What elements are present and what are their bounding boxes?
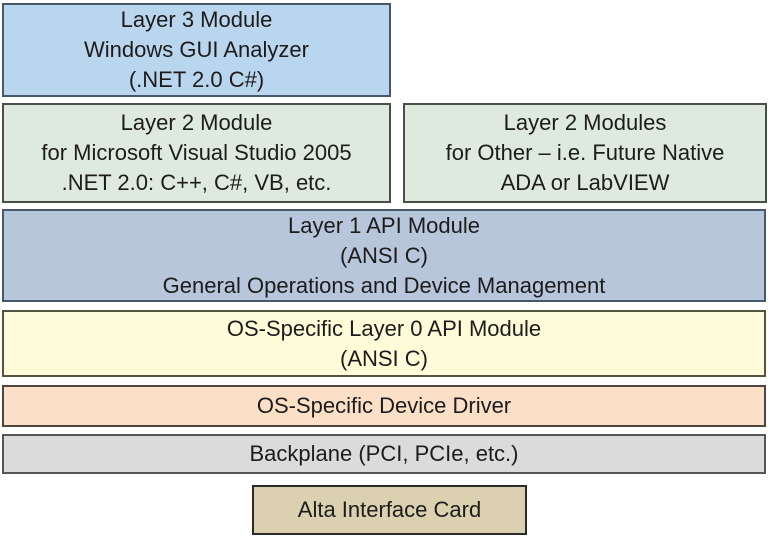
layer0-api-module-box: OS-Specific Layer 0 API Module (ANSI C) <box>2 310 766 377</box>
layer2-vs-text-line: Layer 2 Module <box>120 110 273 135</box>
alta-interface-card-box: Alta Interface Card <box>252 485 527 535</box>
layer3-text-line: Layer 3 Module <box>120 7 273 32</box>
layer1-text-line: Layer 1 API Module <box>287 212 480 238</box>
layer1-text-line: General Operations and Device Management <box>162 272 606 298</box>
layer3-module-box: Layer 3 Module Windows GUI Analyzer (.NE… <box>2 3 391 97</box>
layer3-text-line: Windows GUI Analyzer <box>84 37 309 62</box>
layer3-text-line: (.NET 2.0 C#) <box>128 67 265 92</box>
layer1-api-module-box: Layer 1 API Module (ANSI C) General Oper… <box>2 209 766 302</box>
layer1-text-line: (ANSI C) <box>340 242 428 268</box>
backplane-box: Backplane (PCI, PCIe, etc.) <box>2 434 766 474</box>
layer2-vs-text-line: for Microsoft Visual Studio 2005 <box>41 140 352 165</box>
layer2-other-modules-box: Layer 2 Modules for Other – i.e. Future … <box>403 103 767 203</box>
alta-text-line: Alta Interface Card <box>297 497 482 522</box>
device-driver-box: OS-Specific Device Driver <box>2 385 766 427</box>
layer2-vs-text-line: .NET 2.0: C++, C#, VB, etc. <box>61 170 332 195</box>
layer2-other-text-line: Layer 2 Modules <box>503 110 667 135</box>
layer2-other-text-line: for Other – i.e. Future Native <box>445 140 725 165</box>
layer2-visual-studio-box: Layer 2 Module for Microsoft Visual Stud… <box>2 103 391 203</box>
driver-text-line: OS-Specific Device Driver <box>256 393 512 418</box>
layer0-text-line: OS-Specific Layer 0 API Module <box>226 315 542 341</box>
layer2-other-text-line: ADA or LabVIEW <box>500 170 670 195</box>
layer0-text-line: (ANSI C) <box>340 345 428 371</box>
backplane-text-line: Backplane (PCI, PCIe, etc.) <box>249 441 519 466</box>
